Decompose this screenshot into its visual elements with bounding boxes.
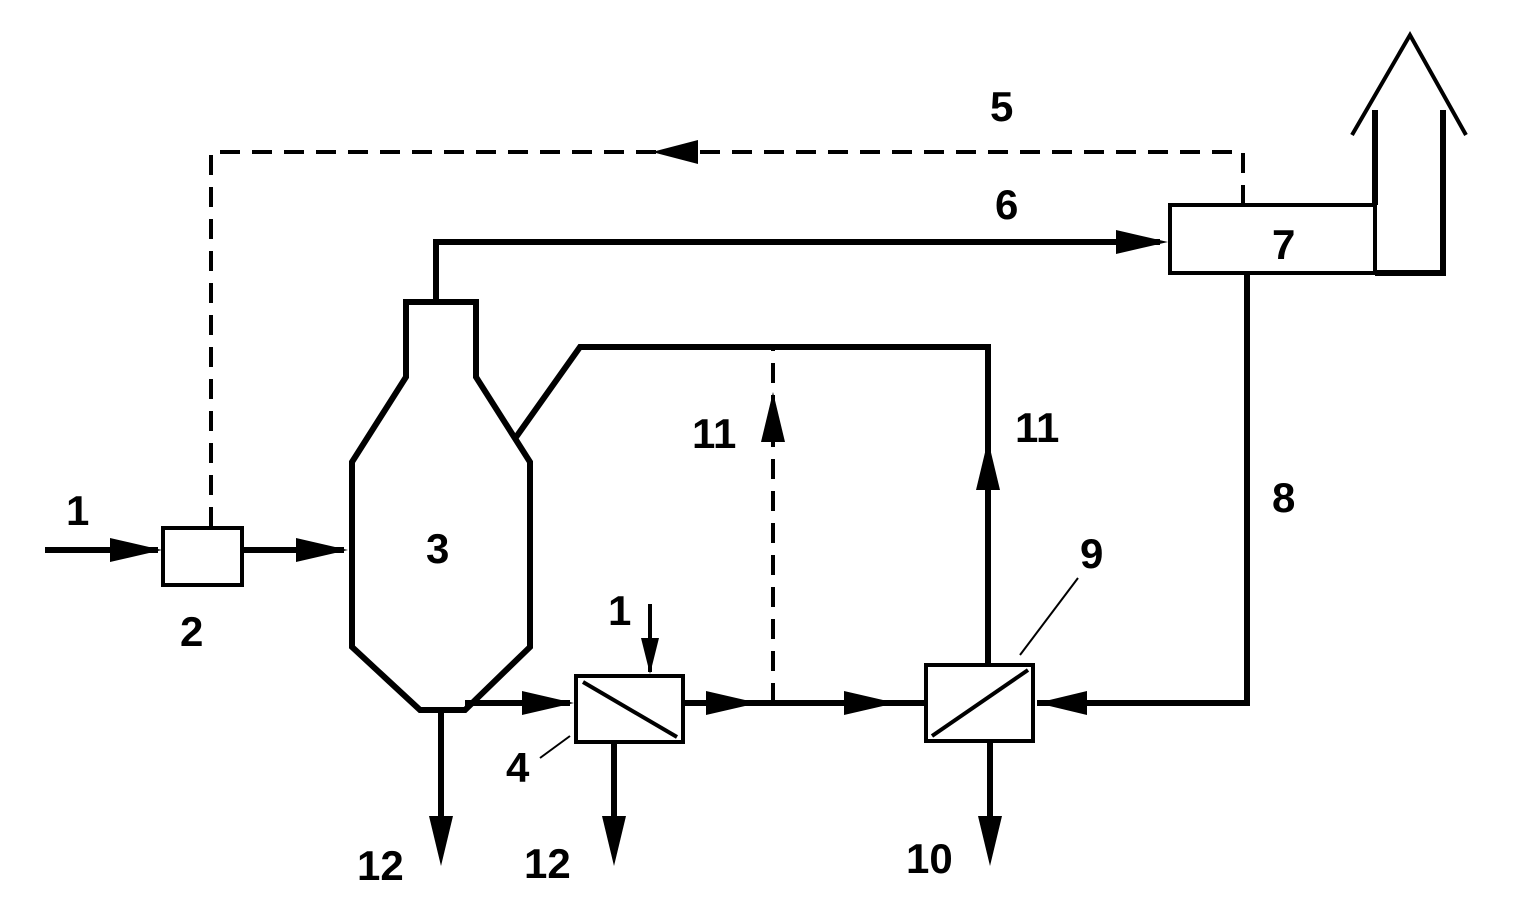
line-4-to-9-arrowhead-b xyxy=(844,691,896,715)
label-1-left: 1 xyxy=(66,487,89,534)
label-5: 5 xyxy=(990,83,1013,130)
label-6: 6 xyxy=(995,181,1018,228)
line-11-solid-arrowhead xyxy=(976,440,1000,490)
recycle-line-5-arrowhead xyxy=(652,140,698,164)
line-2-to-3-arrowhead xyxy=(296,538,348,562)
outlet-12-left-arrowhead xyxy=(429,816,453,866)
label-11-solid: 11 xyxy=(1015,404,1059,451)
line-11-dashed-arrowhead xyxy=(761,392,785,442)
line-3-to-4-arrowhead xyxy=(522,691,574,715)
label-7: 7 xyxy=(1272,221,1295,268)
unit-7 xyxy=(1168,203,1377,275)
line-11-header xyxy=(511,344,991,665)
feed-line-1-top-arrowhead xyxy=(641,638,659,674)
line-6 xyxy=(433,239,1160,302)
line-8 xyxy=(1037,273,1250,706)
label-8: 8 xyxy=(1272,474,1295,521)
label-2: 2 xyxy=(180,608,203,655)
feed-line-1-arrowhead xyxy=(110,538,162,562)
line-6-arrowhead xyxy=(1116,230,1168,254)
line-8-arrowhead xyxy=(1037,691,1087,715)
stack-exhaust-arrow xyxy=(1350,30,1468,137)
unit-9-membrane xyxy=(930,668,1030,738)
unit-9-leader xyxy=(1019,577,1079,656)
unit-2 xyxy=(161,526,244,587)
outlet-12-right-arrowhead xyxy=(602,816,626,866)
line-4-to-9-arrowhead-a xyxy=(706,691,758,715)
outlet-10-arrowhead xyxy=(978,816,1002,866)
stack xyxy=(1375,110,1446,276)
reactor-3 xyxy=(349,299,533,713)
label-9: 9 xyxy=(1080,530,1103,577)
label-12-left: 12 xyxy=(357,842,404,889)
label-12-right: 12 xyxy=(524,840,571,887)
label-1-top: 1 xyxy=(608,587,631,634)
label-11-dashed: 11 xyxy=(692,410,736,457)
unit-4-membrane xyxy=(581,680,679,739)
label-10: 10 xyxy=(906,835,953,882)
unit-4-leader xyxy=(539,735,571,759)
label-3: 3 xyxy=(426,525,449,572)
label-4: 4 xyxy=(506,744,530,791)
